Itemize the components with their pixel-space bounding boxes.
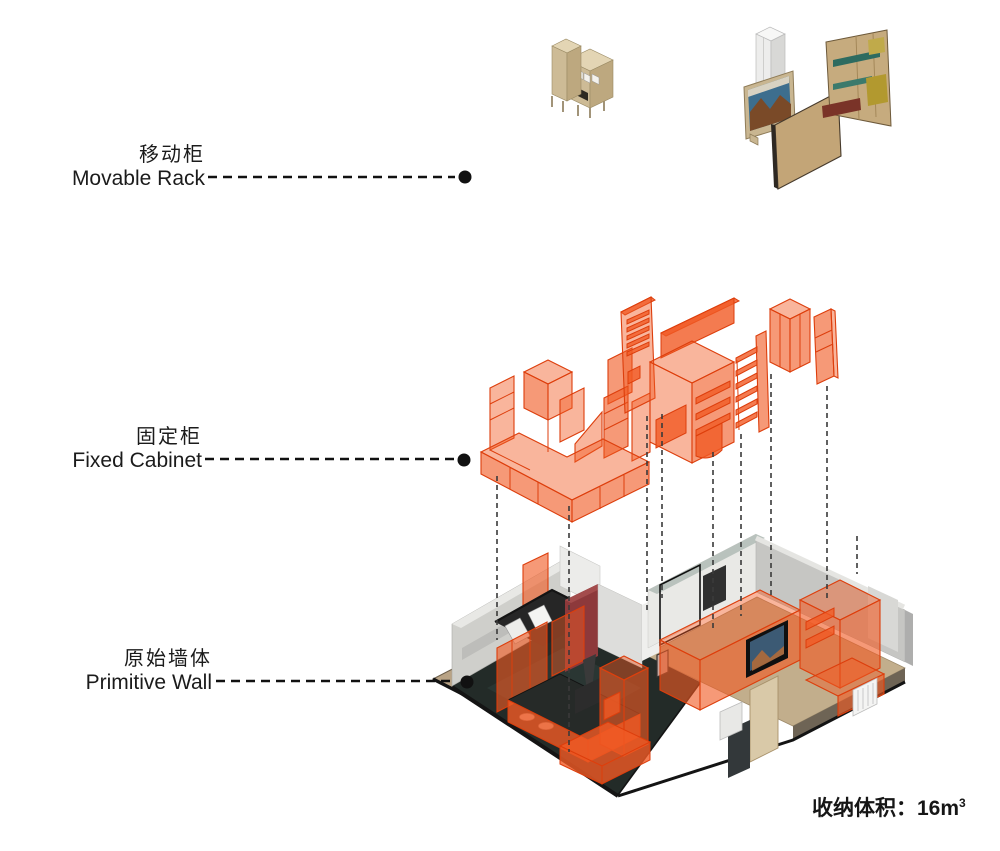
- kitchen-cabinets: [496, 605, 652, 785]
- narrow-panel: [813, 308, 839, 385]
- tall-box: [768, 298, 812, 373]
- label-primitive-wall-en: Primitive Wall: [85, 671, 212, 694]
- ladder-shelf: [735, 330, 770, 433]
- caption-value: 16m: [917, 797, 960, 820]
- label-movable-rack-en: Movable Rack: [71, 167, 205, 190]
- label-movable-rack-zh: 移动柜: [139, 144, 205, 166]
- hall-wall: [597, 583, 643, 669]
- radiator: [852, 677, 878, 717]
- fixed-cabinet-group: [479, 296, 839, 523]
- leader-dot-primitive-wall: [460, 675, 474, 689]
- entry-door: [749, 675, 779, 763]
- label-fixed-cabinet-zh: 固定柜: [136, 426, 202, 448]
- label-primitive-wall: 原始墙体 Primitive Wall: [20, 648, 212, 694]
- drawer-panel: [620, 296, 656, 414]
- label-movable-rack: 移动柜 Movable Rack: [20, 144, 205, 190]
- caption-prefix: 收纳体积：: [812, 797, 917, 820]
- label-primitive-wall-zh: 原始墙体: [124, 648, 212, 670]
- wide-shelf-board: [659, 297, 741, 359]
- label-fixed-cabinet: 固定柜 Fixed Cabinet: [20, 426, 202, 472]
- bin: [728, 720, 750, 778]
- leader-lines: [205, 170, 474, 689]
- primitive-wall-model: [431, 533, 913, 798]
- small-cabinet: [551, 38, 614, 118]
- movable-rack-group: [551, 26, 892, 190]
- caption-superscript: 3: [959, 796, 966, 810]
- tall-cabinet: [648, 340, 736, 464]
- projection-dashed-lines: [496, 374, 858, 752]
- storage-volume-caption: 收纳体积：16m3: [812, 792, 966, 822]
- living-nw-wall: [647, 533, 765, 649]
- living-room-cabinets: [656, 579, 886, 778]
- maroon-wall: [565, 584, 604, 672]
- shelf-panel: [822, 29, 892, 127]
- appliance: [719, 701, 743, 741]
- label-fixed-cabinet-en: Fixed Cabinet: [72, 449, 202, 472]
- leader-dot-movable-rack: [458, 170, 472, 184]
- leader-dot-fixed-cabinet: [457, 453, 471, 467]
- kitchen-cabinet-cluster: [479, 347, 651, 523]
